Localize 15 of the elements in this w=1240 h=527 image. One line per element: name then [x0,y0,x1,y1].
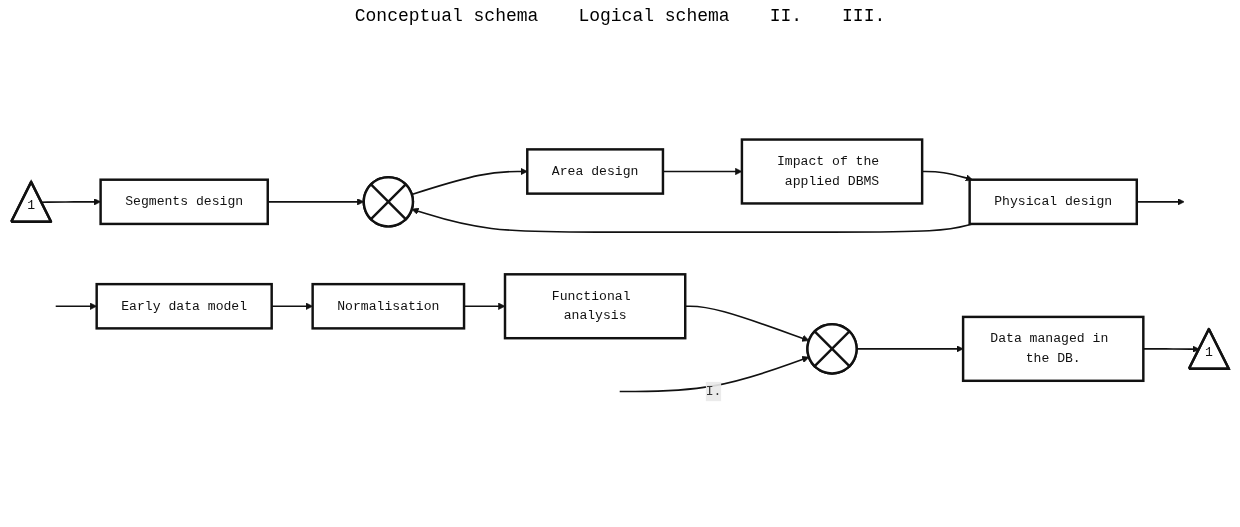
node-box: Early data model [95,283,273,330]
node-box: Physical design [968,178,1138,226]
node-box: Normalisation [311,283,466,330]
node-box: Segments design [99,178,269,226]
node-box: Impact of the applied DBMS [740,138,924,205]
node-box: Functional analysis [503,273,687,340]
node-box: Data managed in the DB. [961,316,1145,383]
annotation-label: Logical schema [578,6,730,26]
arrow [618,356,810,393]
edge-label: I. [705,384,722,400]
annotation-label: II. [769,6,803,26]
node-box: Area design [526,148,665,196]
annotation-label: Conceptual schema [354,6,539,26]
arrow [54,303,97,311]
annotation-label: III. [842,6,886,26]
